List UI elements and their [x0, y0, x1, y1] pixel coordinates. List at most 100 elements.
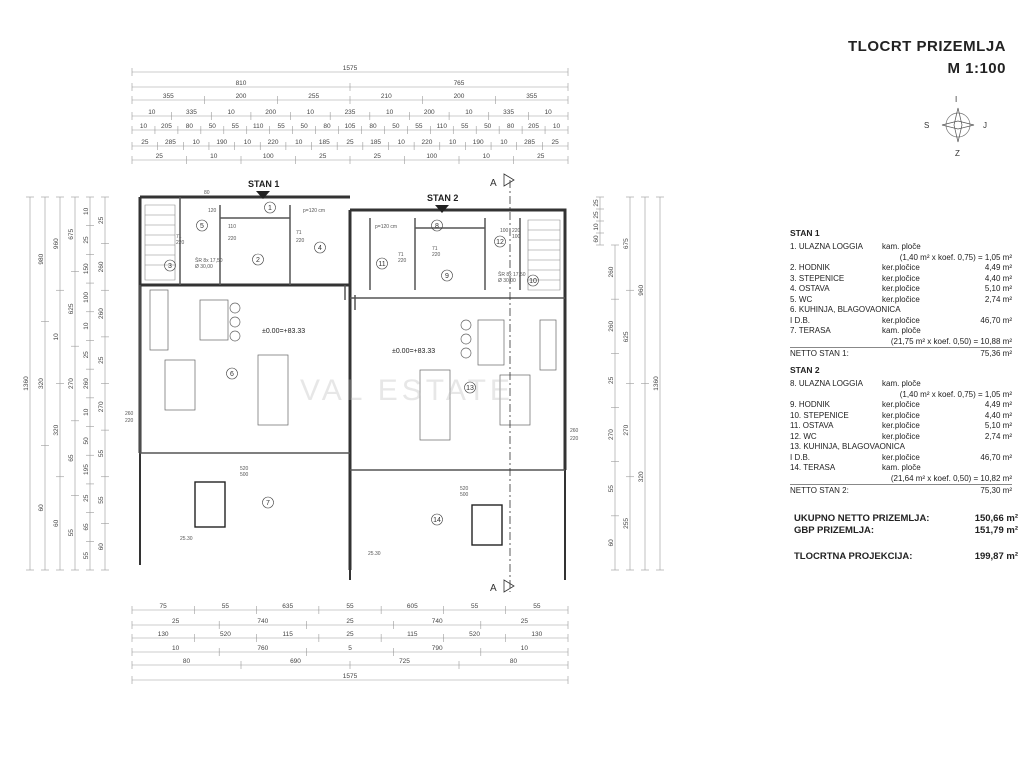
- inner-dim-label: 100: [512, 234, 521, 240]
- sofa-left: [257, 354, 289, 426]
- legend-room-name: 3. STEPENICE: [790, 273, 845, 283]
- room-number: 4: [318, 245, 322, 252]
- legend-room-name: 1. ULAZNA LOGGIA: [790, 242, 863, 251]
- inner-dim-label: 71: [296, 230, 302, 236]
- dim-label-left: 625: [68, 303, 75, 314]
- section-arrow-top: [503, 173, 515, 187]
- compass-s: S: [924, 121, 929, 130]
- dim-label-bottom: 635: [282, 603, 293, 610]
- room-number-marker: [464, 381, 476, 394]
- dim-label-top: 100: [426, 153, 437, 160]
- room-number: 13: [466, 385, 474, 392]
- kitchen-counter-right: [539, 319, 557, 371]
- legend-room-name: 11. OSTAVA: [790, 421, 834, 430]
- dim-label-right: 260: [608, 320, 615, 331]
- room-number: 7: [266, 500, 270, 507]
- section-label-top: A: [490, 178, 497, 189]
- dining-table-right: [499, 374, 531, 426]
- dim-label-left: 25: [83, 236, 90, 244]
- legend-stan2-net-label: NETTO STAN 2:: [790, 486, 849, 495]
- dim-label-top: 110: [437, 123, 448, 130]
- dim-label-top: 10: [210, 153, 218, 160]
- legend-room-row: 6. KUHINJA, BLAGOVAONICA: [790, 305, 1012, 316]
- legend-room-name: 6. KUHINJA, BLAGOVAONICA: [790, 305, 901, 314]
- dim-label-bottom: 725: [399, 658, 410, 665]
- room-number: 2: [256, 257, 260, 264]
- inner-dim-label: 500: [460, 492, 469, 498]
- dim-label-top: 220: [422, 139, 433, 146]
- dim-label-left: 260: [98, 261, 105, 272]
- dim-label-left: 25: [83, 351, 90, 359]
- dim-label-bottom: 25: [346, 631, 354, 638]
- stan2-label: STAN 2: [427, 193, 458, 203]
- dim-label-left: 60: [38, 504, 45, 512]
- dim-label-top: 200: [236, 93, 247, 100]
- dim-label-bottom: 520: [469, 631, 480, 638]
- legend-room-name: I D.B.: [790, 315, 811, 325]
- dim-label-left: 55: [68, 529, 75, 537]
- room-number-marker: [431, 219, 443, 232]
- legend-stan2-heading: STAN 2: [790, 365, 820, 375]
- inner-dim-label: 220: [432, 252, 441, 258]
- dim-label-top: 190: [473, 139, 484, 146]
- dim-label-left: 65: [68, 454, 75, 462]
- dim-label-left: 60: [53, 519, 60, 527]
- legend-room-area: [955, 305, 1012, 316]
- inner-dim-label: 100: [500, 228, 509, 234]
- dim-label-bottom: 55: [346, 603, 354, 610]
- dim-label-left: 270: [98, 401, 105, 412]
- dim-label-top: 335: [503, 109, 514, 116]
- dim-label-top: 10: [500, 139, 508, 146]
- legend-room-row: 1. ULAZNA LOGGIA kam. ploče: [790, 242, 1012, 253]
- room-number-marker: [196, 219, 208, 232]
- room-number-marker: [441, 269, 453, 282]
- inner-dim-label: 71: [432, 246, 438, 252]
- room-number: 11: [378, 261, 385, 268]
- dim-label-top: 10: [193, 139, 201, 146]
- total-gbp: GBP PRIZEMLJA: 151,79 m²: [794, 525, 1018, 537]
- room-number-marker: [431, 513, 443, 526]
- dim-label-left: 100: [83, 292, 90, 303]
- dim-label-left: 50: [83, 437, 90, 445]
- dim-label-top: 10: [449, 139, 457, 146]
- inner-dim-label: 25.30: [368, 551, 381, 557]
- legend-room-name: 4. OSTAVA: [790, 284, 830, 293]
- inner-walls: [139, 197, 565, 471]
- total-net-value: 150,66 m²: [974, 513, 1018, 524]
- dim-label-bottom: 80: [510, 658, 518, 665]
- dim-label-top: 255: [308, 93, 319, 100]
- dim-label-top: 25: [141, 139, 149, 146]
- legend-room-material: kam. ploče: [882, 242, 921, 251]
- dim-label-top: 235: [345, 109, 356, 116]
- dim-label-top: 80: [186, 123, 194, 130]
- legend-room-area: 4,49 m²: [984, 263, 1012, 272]
- dim-label-top: 810: [236, 80, 247, 87]
- legend-room-area: 5,10 m²: [984, 284, 1012, 293]
- legend-room-area: 46,70 m²: [980, 452, 1012, 462]
- dim-label-left: 55: [83, 552, 90, 560]
- room-number-marker: [494, 235, 506, 248]
- legend-room-area: 4,49 m²: [984, 400, 1012, 409]
- room-number: 5: [200, 223, 204, 230]
- inner-dim-label: 220: [176, 240, 185, 246]
- dim-label-right: 260: [608, 266, 615, 277]
- room-number: 6: [230, 371, 234, 378]
- title-scale: M 1:100: [947, 60, 1006, 77]
- legend-room-material: ker.pločice: [882, 315, 920, 325]
- dim-label-top: 10: [483, 153, 491, 160]
- legend-subcalc: (21,75 m² x koef. 0,50) = 10,88 m²: [890, 336, 1012, 346]
- dim-label-bottom: 10: [172, 645, 180, 652]
- area-totals: UKUPNO NETTO PRIZEMLJA: 150,66 m² GBP PR…: [794, 513, 1018, 563]
- terrace-rail-right: [349, 470, 566, 580]
- level-right: ±0.00=+83.33: [392, 348, 435, 355]
- room-number-marker: [527, 274, 539, 287]
- dim-label-top: 55: [232, 123, 240, 130]
- dim-label-left: 25: [98, 216, 105, 224]
- compass-j: J: [983, 121, 987, 130]
- legend-room-area: 2,74 m²: [984, 294, 1012, 304]
